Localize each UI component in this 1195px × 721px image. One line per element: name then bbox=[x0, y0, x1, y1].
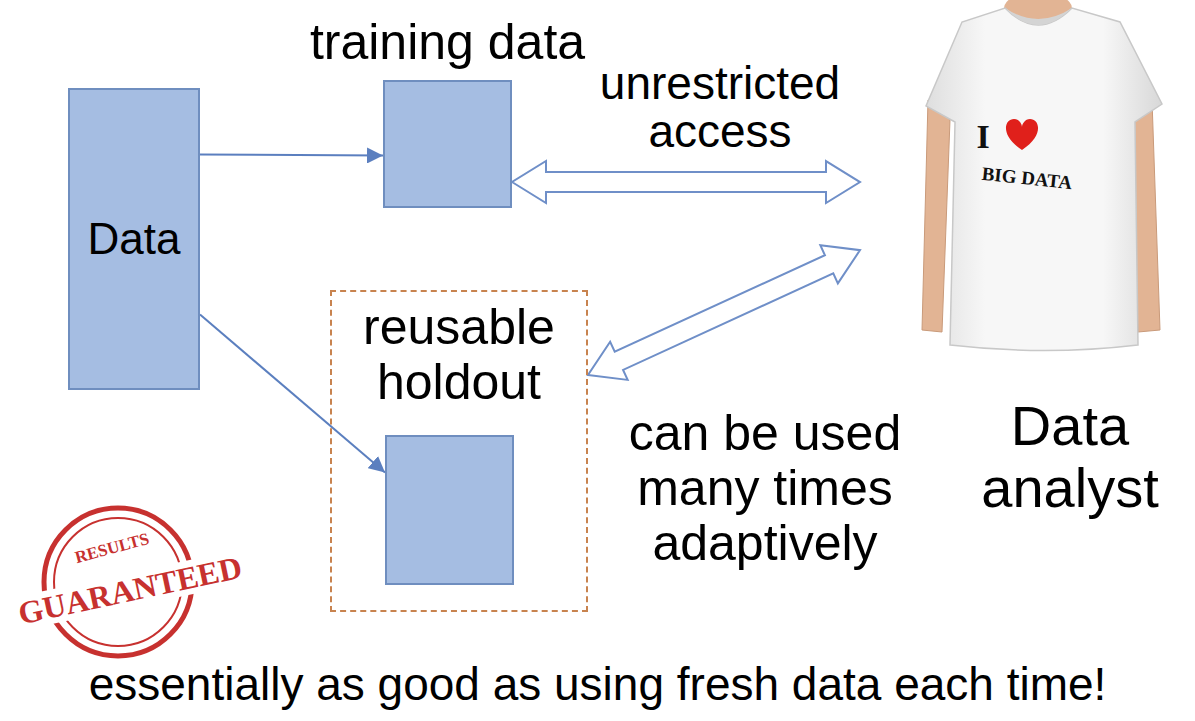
shirt-print: I bbox=[974, 119, 991, 155]
block-arrow bbox=[512, 161, 860, 203]
connector-arrow bbox=[200, 315, 385, 473]
box-label: Data bbox=[88, 215, 181, 263]
stamp-text: RESULTS bbox=[71, 528, 153, 567]
edge-label: unrestricted access bbox=[595, 59, 845, 156]
analyst-figure: Data analyst bbox=[860, 0, 1190, 545]
collar bbox=[1005, 8, 1072, 25]
t-shirt bbox=[926, 8, 1162, 351]
box-heading: training data bbox=[310, 15, 585, 70]
training-box: training data bbox=[383, 80, 512, 208]
holdout-box bbox=[385, 435, 514, 585]
caption: essentially as good as using fresh data … bbox=[0, 658, 1195, 711]
holdout-region: reusable holdout bbox=[330, 290, 588, 612]
figure-label: Data analyst bbox=[970, 395, 1170, 518]
block-arrow bbox=[588, 245, 860, 380]
arm bbox=[922, 100, 950, 332]
box-label: reusable holdout bbox=[332, 292, 586, 410]
edge-label: can be used many times adaptively bbox=[615, 406, 915, 571]
connector-arrow bbox=[200, 154, 383, 155]
data-box: Data bbox=[68, 88, 200, 390]
heart-symbol bbox=[1006, 119, 1038, 150]
